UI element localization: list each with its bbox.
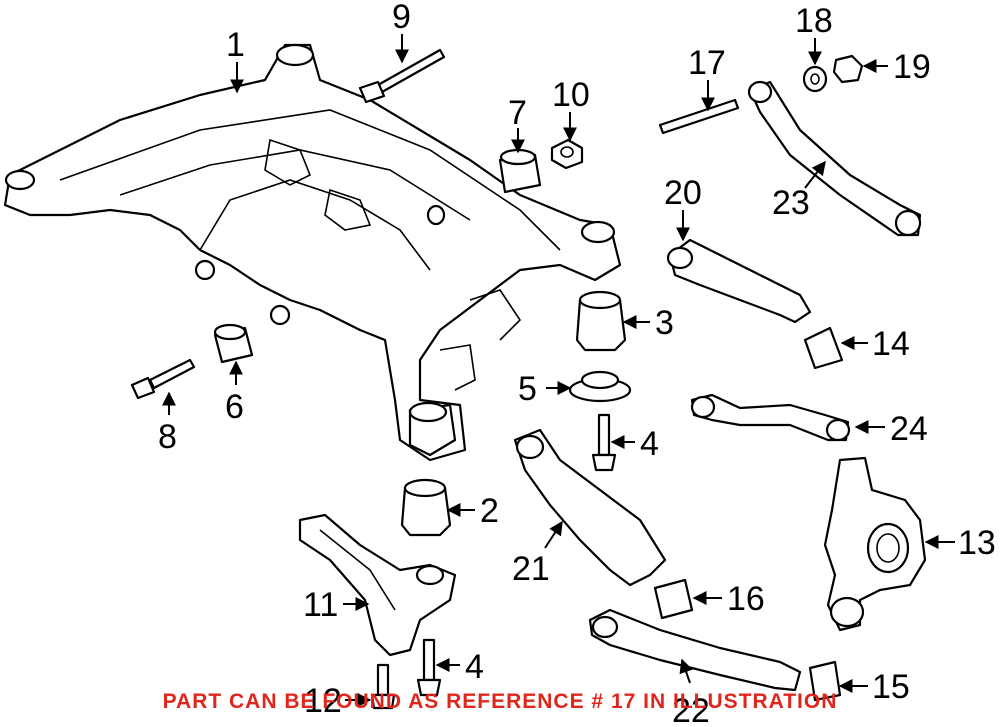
bracket-part-11[interactable] — [298, 513, 457, 657]
control-arm-part-20[interactable] — [666, 238, 812, 324]
callout-3: 3 — [655, 304, 674, 342]
callout-24: 24 — [890, 410, 928, 448]
bushing-part-3[interactable] — [575, 290, 627, 352]
callout-10: 10 — [552, 76, 590, 114]
bushing-part-14[interactable] — [803, 326, 844, 370]
callout-21: 21 — [512, 550, 550, 588]
callout-22: 22 — [672, 692, 710, 727]
callout-2: 2 — [480, 492, 499, 530]
bolt-part-17[interactable] — [658, 98, 740, 135]
callout-20: 20 — [664, 174, 702, 212]
link-part-24[interactable] — [690, 393, 851, 442]
callout-1: 1 — [226, 26, 245, 64]
callout-13: 13 — [958, 524, 996, 562]
bushing-part-2[interactable] — [400, 478, 452, 537]
lower-arm-part-22[interactable] — [588, 608, 802, 692]
bolt-part-8[interactable] — [130, 358, 196, 400]
callout-17: 17 — [688, 44, 726, 82]
trailing-arm-part-21[interactable] — [513, 428, 667, 587]
callout-9: 9 — [392, 0, 411, 36]
bolt-part-9[interactable] — [358, 48, 446, 104]
callout-14: 14 — [872, 325, 910, 363]
callout-18: 18 — [795, 2, 833, 40]
callout-16: 16 — [727, 580, 765, 618]
callout-12: 12 — [304, 682, 342, 720]
callout-6: 6 — [225, 388, 244, 426]
callout-8: 8 — [158, 418, 177, 456]
callout-23: 23 — [772, 184, 810, 222]
bolt-part-4-upper[interactable] — [591, 413, 617, 472]
callout-4-upper: 4 — [640, 425, 659, 463]
washer-part-18[interactable] — [802, 65, 828, 93]
callout-15: 15 — [872, 668, 910, 706]
leader-lines — [162, 34, 955, 707]
subframe-part-1[interactable] — [3, 43, 622, 462]
bushing-part-7[interactable] — [498, 148, 542, 194]
callout-19: 19 — [893, 48, 931, 86]
bolt-part-12[interactable] — [370, 663, 396, 710]
nut-part-10[interactable] — [550, 138, 584, 170]
callout-5: 5 — [518, 370, 537, 408]
bushing-part-16[interactable] — [653, 578, 694, 620]
upper-link-part-23[interactable] — [747, 80, 922, 237]
nut-part-19[interactable] — [832, 54, 864, 84]
washer-part-5[interactable] — [568, 370, 632, 403]
callout-11: 11 — [303, 586, 338, 624]
bolt-part-4-lower[interactable] — [416, 638, 442, 697]
bushing-part-6[interactable] — [213, 323, 254, 364]
callout-4-lower: 4 — [465, 648, 484, 686]
callout-7: 7 — [508, 94, 527, 132]
callout-labels: 1 2 3 4 4 5 6 7 8 9 10 11 12 13 14 15 16… — [158, 0, 996, 727]
bushing-part-15[interactable] — [808, 660, 842, 702]
reference-notice: PART CAN BE FOUND AS REFERENCE # 17 IN I… — [162, 690, 838, 713]
knuckle-part-13[interactable] — [823, 456, 927, 632]
